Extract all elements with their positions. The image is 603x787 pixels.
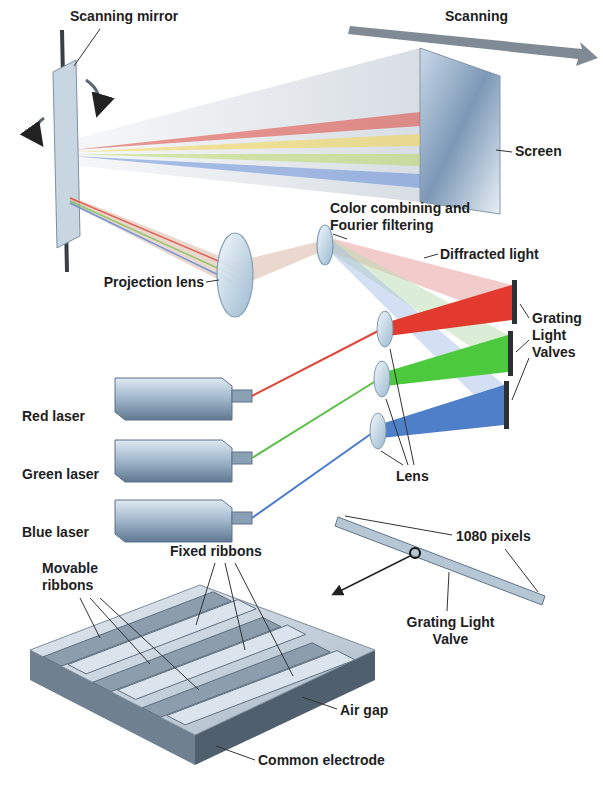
part-label: Projection lens [78, 274, 204, 291]
part-label: Green laser [22, 466, 122, 483]
part-label: Diffracted light [440, 246, 570, 263]
leader-line [74, 29, 100, 66]
part-label: Lens [396, 468, 446, 485]
projection-lens [217, 233, 253, 317]
part-label: Common electrode [258, 752, 408, 769]
part-label: Scanning mirror [70, 8, 200, 25]
leader-line [196, 563, 215, 625]
part-label: Screen [515, 143, 585, 160]
blue-scan-beam [72, 156, 420, 188]
red-beam [252, 329, 382, 396]
leader-line [520, 304, 529, 318]
yellow-scan-beam [72, 134, 420, 152]
lens [374, 361, 390, 397]
pixel-marker [410, 548, 420, 558]
leader-line [216, 746, 255, 760]
screen [420, 48, 500, 214]
leader-line [496, 150, 512, 152]
lens [370, 413, 386, 449]
leader-line [424, 254, 438, 258]
fixed-ribbon [167, 651, 355, 725]
part-label: Grating Light Valve [403, 614, 498, 648]
leader-line [381, 451, 403, 465]
part-label: Grating Light Valves [532, 310, 598, 361]
red-beam-wide [388, 285, 512, 336]
device-top-face [30, 585, 375, 735]
red-laser [115, 378, 252, 420]
part-label: Red laser [22, 408, 112, 425]
green-beam-wide [385, 335, 508, 386]
part-label: Color combining and Fourier filtering [330, 200, 485, 234]
leader-line [206, 280, 219, 282]
green-laser [115, 440, 252, 482]
part-label: Fixed ribbons [170, 543, 290, 560]
lens [377, 311, 393, 347]
leader-line [302, 697, 337, 709]
leader-line [516, 340, 529, 352]
rotation-arrow [36, 118, 44, 142]
leader-line [80, 598, 100, 638]
leader-line [512, 358, 529, 400]
part-label: Air gap [340, 702, 410, 719]
leader-line [345, 516, 452, 535]
part-label: Blue laser [22, 524, 112, 541]
zoom-arrow [334, 556, 410, 594]
rotation-arrow [86, 80, 100, 112]
ribbons [43, 592, 355, 725]
green-beam [252, 379, 379, 458]
leader-line [447, 572, 449, 611]
part-label: Movable ribbons [42, 560, 122, 594]
grating-light-valve [504, 381, 509, 429]
scanning-mirror [53, 60, 80, 248]
leader-line [390, 349, 414, 465]
grating-light-valve [512, 280, 517, 324]
leader-line [235, 563, 293, 676]
projection-cone [70, 48, 500, 214]
grating-light-valve [508, 331, 513, 376]
leader-line [505, 549, 538, 592]
dimension-label: 1080 pixels [456, 528, 556, 545]
blue-laser [115, 500, 252, 542]
leader-line [333, 234, 347, 239]
leader-line [386, 399, 408, 465]
leader-line [90, 598, 150, 664]
blue-beam [252, 431, 375, 518]
scan-label: Scanning [445, 8, 535, 25]
leader-line [100, 598, 199, 690]
